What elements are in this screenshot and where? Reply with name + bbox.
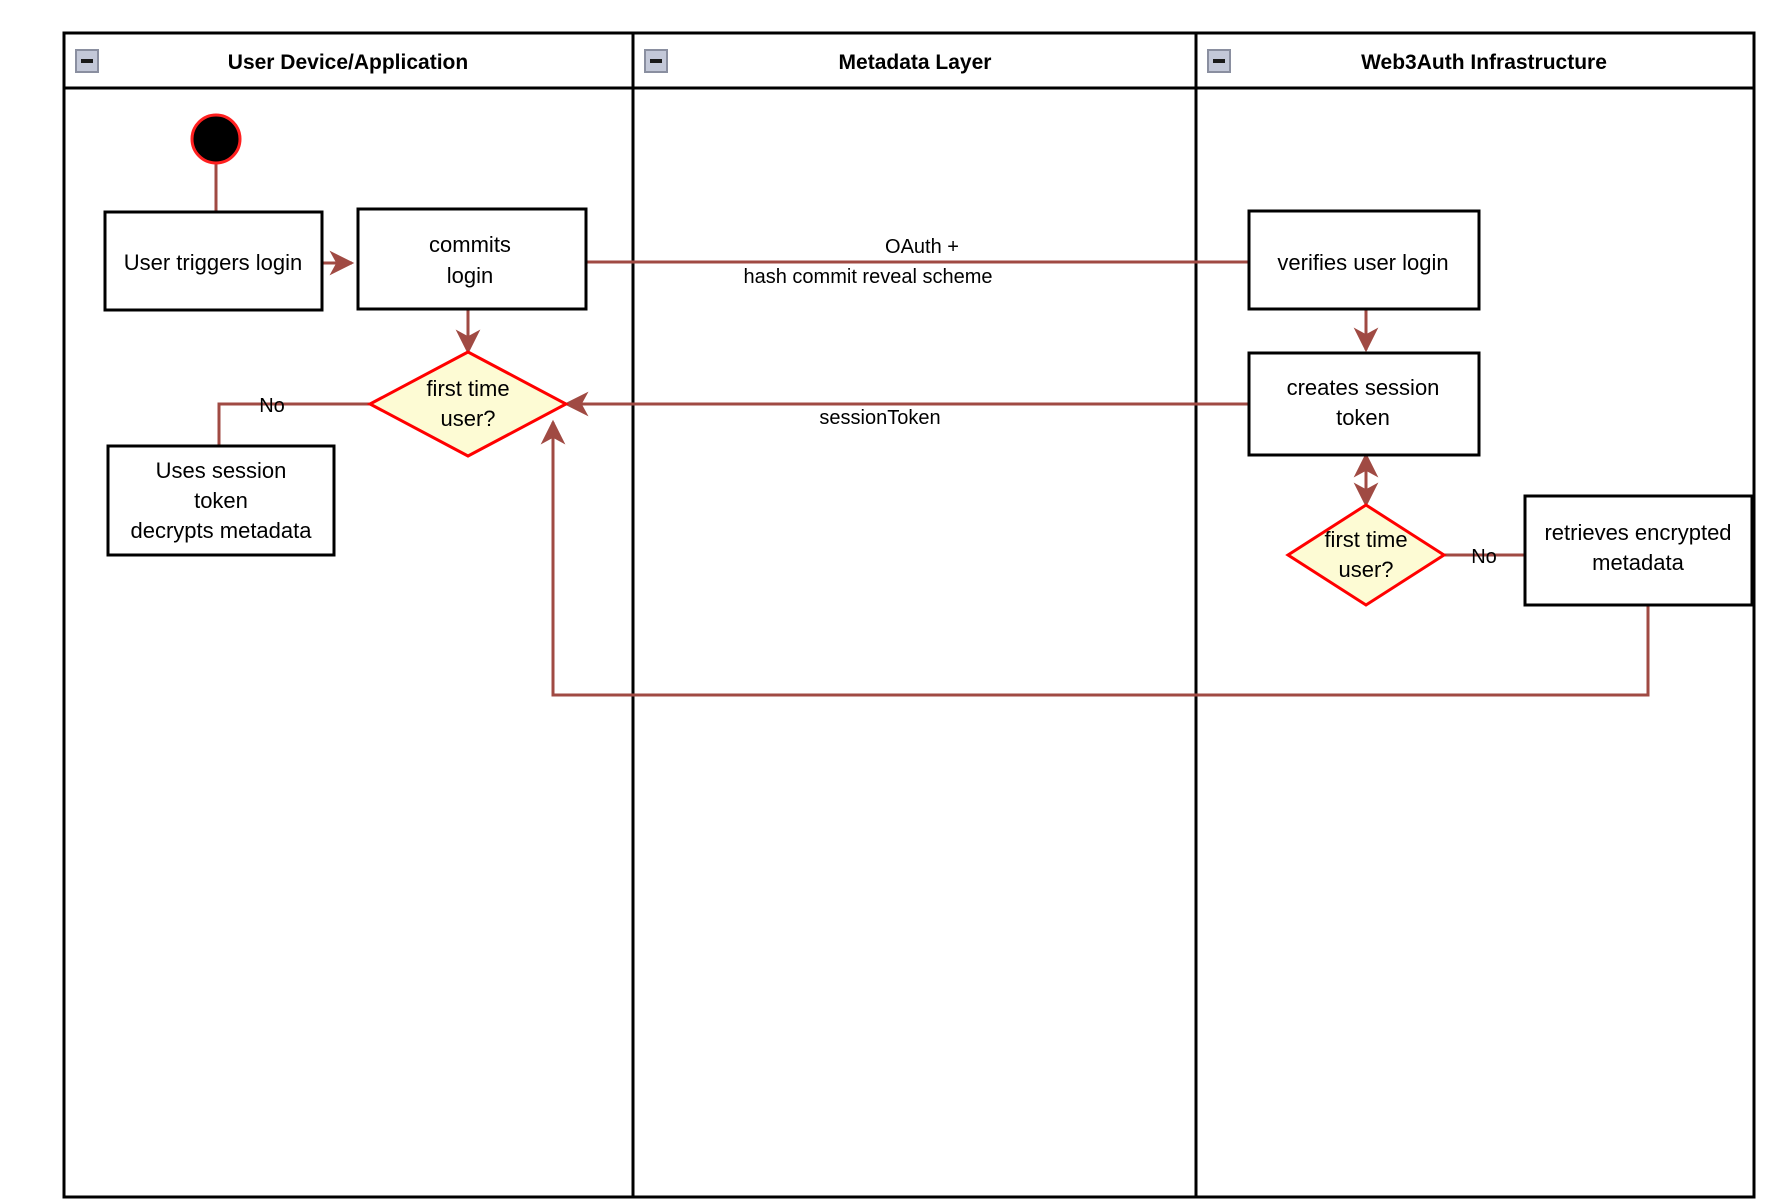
collapse-icon-lane-3[interactable] — [1207, 49, 1231, 73]
node-decision-user-lane-label-line1: first time — [426, 376, 509, 401]
node-creates-session-token-label-line2: token — [1336, 405, 1390, 430]
lane-header-web3auth[interactable]: Web3Auth Infrastructure — [1207, 49, 1607, 74]
node-decision-user-lane[interactable]: first time user? — [366, 350, 570, 458]
edge-label-no-user-lane: No — [259, 395, 285, 417]
edge-label-session-token: sessionToken — [819, 407, 940, 429]
node-decision-user-lane-label-line2: user? — [440, 406, 495, 431]
edge-label-oauth-line2: hash commit reveal scheme — [744, 266, 993, 288]
edge-no-to-uses-session-token — [217, 402, 370, 446]
node-verifies-user-login-label: verifies user login — [1277, 250, 1448, 275]
node-uses-session-token-label-line2: token — [194, 488, 248, 513]
node-retrieves-encrypted-metadata[interactable]: retrieves encrypted metadata — [1523, 494, 1754, 607]
lane-title-web3auth: Web3Auth Infrastructure — [1361, 51, 1607, 74]
collapse-icon-lane-2[interactable] — [644, 49, 668, 73]
swimlane-pool-frame — [62, 31, 1756, 1199]
node-creates-session-token-label-line1: creates session — [1287, 375, 1440, 400]
node-uses-session-token-label-line1: Uses session — [156, 458, 287, 483]
collapse-icon-lane-1[interactable] — [75, 49, 99, 73]
lane-header-user-device[interactable]: User Device/Application — [75, 49, 468, 74]
flow-edges — [214, 160, 1650, 697]
node-verifies-user-login[interactable]: verifies user login — [1247, 209, 1481, 311]
lane-header-metadata-layer[interactable]: Metadata Layer — [644, 49, 992, 74]
node-uses-session-token[interactable]: Uses session token decrypts metadata — [106, 444, 336, 557]
node-creates-session-token[interactable]: creates session token — [1247, 351, 1481, 457]
node-uses-session-token-label-line3: decrypts metadata — [131, 518, 313, 543]
node-decision-web3auth-lane-label-line1: first time — [1324, 527, 1407, 552]
lane-title-metadata-layer: Metadata Layer — [839, 51, 992, 74]
node-commits-login[interactable]: commits login — [356, 207, 588, 311]
edge-label-oauth-line1: OAuth + — [885, 236, 959, 258]
lane-title-user-device: User Device/Application — [228, 51, 468, 74]
node-retrieves-encrypted-metadata-label-line2: metadata — [1592, 550, 1684, 575]
node-user-triggers-login-label: User triggers login — [124, 250, 303, 275]
edge-label-no-web3auth-lane: No — [1471, 546, 1497, 568]
node-decision-web3auth-lane[interactable]: first time user? — [1285, 503, 1447, 607]
edge-labels: OAuth + hash commit reveal scheme sessio… — [259, 236, 1497, 568]
node-commits-login-label-line1: commits — [429, 232, 511, 257]
node-retrieves-encrypted-metadata-label-line1: retrieves encrypted — [1544, 520, 1731, 545]
start-node[interactable] — [190, 113, 242, 165]
edge-return-to-decision-user-lane — [540, 419, 1650, 697]
node-user-triggers-login[interactable]: User triggers login — [103, 210, 324, 312]
node-decision-web3auth-lane-label-line2: user? — [1338, 557, 1393, 582]
node-commits-login-label-line2: login — [447, 263, 493, 288]
swimlane-container — [62, 31, 1756, 1199]
